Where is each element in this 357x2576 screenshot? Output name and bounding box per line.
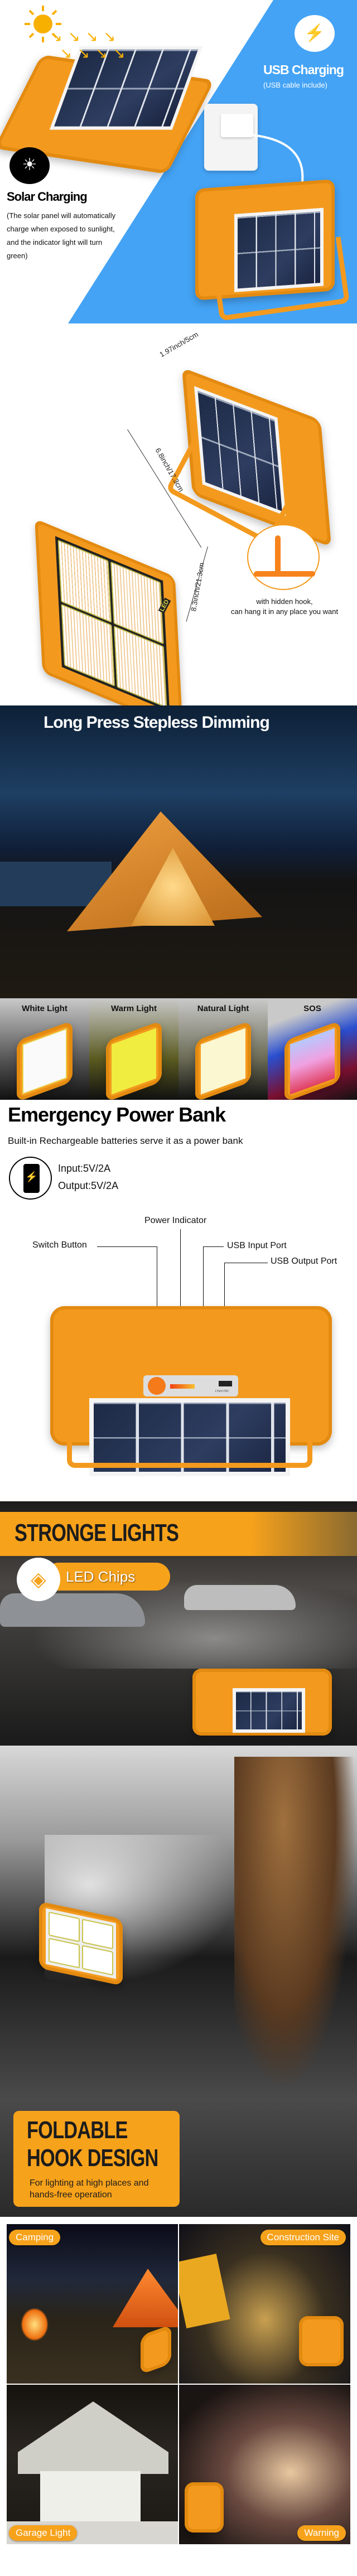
scene-label: Construction Site [260, 2230, 346, 2245]
power-indicator-bar [170, 1384, 195, 1389]
mode-sos: SOS [268, 998, 357, 1100]
usage-scenes-grid: Camping Construction Site Garage Light W… [7, 2224, 350, 2544]
dimensions-section: 1.97inch/5cm LED 6.8inch/17.3cm 8.3inch/… [0, 326, 357, 731]
lamp-front-image [35, 518, 183, 731]
hidden-hook-image [247, 524, 320, 590]
hook-caption-line-2: can hang it in any place you want [230, 607, 339, 616]
mode-label: Warm Light [111, 1004, 157, 1013]
hook-caption: with hidden hook, can hang it in any pla… [212, 597, 357, 617]
dimming-section: Long Press Stepless Dimming White Light … [0, 705, 357, 1100]
hook-design-title-1: FOLDABLE [27, 2116, 128, 2144]
solar-panel-icon: ☀ [9, 147, 50, 184]
hook-design-section: FOLDABLE HOOK DESIGN For lighting at hig… [0, 1746, 357, 2217]
usb-charging-subtitle: (USB cable include) [263, 81, 327, 89]
light-modes-strip: White Light Warm Light Natural Light SOS [0, 998, 357, 1100]
solar-charging-title: Solar Charging [7, 190, 88, 204]
mode-label: SOS [303, 1004, 321, 1013]
scene-garage-light: Garage Light [7, 2385, 178, 2544]
usb-cable-icon: ⚡ [295, 15, 335, 52]
led-chip-icon: ◈ [17, 1558, 60, 1601]
scene-warning: Warning [179, 2385, 350, 2544]
usb-charging-title: USB Charging [263, 62, 344, 77]
sun-icon [25, 6, 61, 42]
scene-camping: Camping [7, 2224, 178, 2384]
mode-label: Natural Light [197, 1004, 249, 1013]
scene-label: Camping [9, 2230, 61, 2245]
mode-natural-light: Natural Light [178, 998, 268, 1100]
usb-input-callout: USB Input Port [227, 1241, 287, 1250]
scene-construction-site: Construction Site [179, 2224, 350, 2384]
charging-section: ↘↘↘↘ ↘↘↘↘ ⚡ USB Charging (USB cable incl… [0, 0, 357, 326]
depth-dimension-label: 1.97inch/5cm [158, 330, 200, 359]
usb-output-callout: USB Output Port [271, 1256, 337, 1266]
hook-design-desc-1: For lighting at high places and [30, 2178, 149, 2188]
hook-design-box [13, 2111, 180, 2207]
wall-socket-image [204, 104, 258, 171]
dimming-title: Long Press Stepless Dimming [44, 713, 270, 732]
garage-lamp-image [192, 1669, 332, 1736]
power-indicator-callout: Power Indicator [144, 1216, 207, 1225]
hook-design-desc-2: hands-free operation [30, 2190, 112, 2200]
sun-arrows-icon: ↘↘↘↘ ↘↘↘↘ [50, 28, 131, 61]
night-tent-photo [0, 705, 357, 998]
callout-line [97, 1246, 157, 1247]
led-chips-badge: LED Chips [45, 1563, 170, 1591]
phone-charging-icon: ⚡ [9, 1157, 52, 1200]
strong-lights-section: STRONGE LIGHTS LED Chips ◈ [0, 1501, 357, 1746]
strong-lights-banner [0, 1512, 357, 1556]
power-bank-lamp-image: OUTPUT [50, 1306, 332, 1476]
port-panel: OUTPUT [143, 1375, 238, 1396]
power-bank-section: Emergency Power Bank Built-in Rechargeab… [0, 1100, 357, 1501]
output-spec: Output:5V/2A [58, 1180, 119, 1191]
port-label: OUTPUT [215, 1389, 229, 1392]
callout-line [180, 1229, 181, 1383]
callout-line [203, 1246, 224, 1247]
switch-button-callout: Switch Button [32, 1240, 87, 1250]
power-bank-subtitle: Built-in Rechargeable batteries serve it… [8, 1135, 243, 1146]
switch-button [148, 1377, 166, 1395]
scene-label: Garage Light [9, 2525, 78, 2541]
input-spec: Input:5V/2A [58, 1163, 111, 1174]
mode-white-light: White Light [0, 998, 89, 1100]
mode-warm-light: Warm Light [89, 998, 178, 1100]
usb-output-port [219, 1381, 232, 1386]
strong-lights-title: STRONGE LIGHTS [15, 1519, 179, 1546]
lamp-stand [67, 1434, 312, 1468]
solar-charging-description: (The solar panel will automatically char… [7, 211, 116, 260]
mode-label: White Light [22, 1004, 67, 1013]
hook-design-title-2: HOOK DESIGN [27, 2144, 158, 2172]
hook-caption-line-1: with hidden hook, [256, 597, 313, 606]
height-dimension-label: 8.3inch/21.3cm [189, 562, 206, 612]
usb-cable-image [250, 134, 304, 190]
scene-label: Warning [297, 2525, 346, 2541]
power-bank-title: Emergency Power Bank [8, 1103, 226, 1126]
